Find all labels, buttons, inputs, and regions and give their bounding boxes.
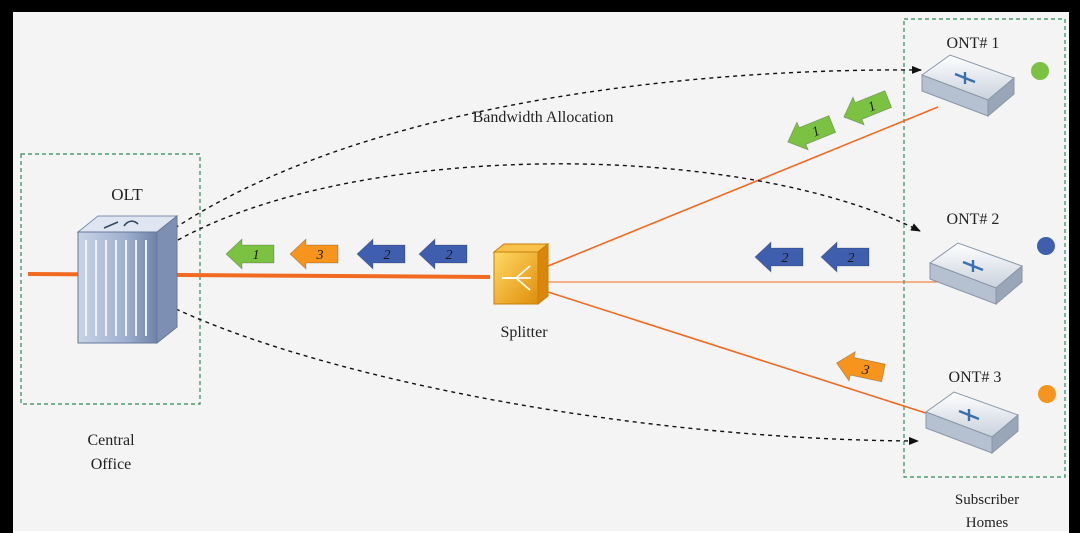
trunk-upstream-arrows: 1 3 2 2 <box>225 238 468 270</box>
trunk-arrow-1-label: 1 <box>253 248 260 263</box>
ont1-status-dot <box>1031 62 1049 80</box>
trunk-arrow-4: 2 <box>418 238 468 270</box>
splitter-icon <box>492 242 550 306</box>
ont1-fiber <box>547 106 939 267</box>
frame-top <box>0 0 1080 12</box>
ont3-label: ONT# 3 <box>949 369 1002 386</box>
olt-device-icon <box>76 214 179 345</box>
trunk-arrow-3: 2 <box>356 238 406 270</box>
ont1-arrow-2: 1 <box>843 90 893 126</box>
olt-label: OLT <box>111 185 143 204</box>
frame-left <box>0 0 13 533</box>
ont3-upstream-arrows: 3 <box>835 350 886 383</box>
grant-arrow-ont2 <box>177 163 921 241</box>
trunk-arrow-4-label: 2 <box>446 248 453 263</box>
ont1-device-icon <box>920 54 1015 118</box>
ont3-fiber <box>547 291 933 416</box>
ont2-arrow-1-label: 2 <box>782 251 789 266</box>
ont1-upstream-arrows: 11 <box>787 90 893 151</box>
ont2-status-dot <box>1037 237 1055 255</box>
ont2-device-icon <box>928 242 1023 306</box>
ont1-label: ONT# 1 <box>947 35 1000 52</box>
grant-arrow-ont1 <box>174 65 922 229</box>
frame-right <box>1069 0 1080 533</box>
ont3-arrow-1: 3 <box>835 350 886 383</box>
ont3-arrow-1-label: 3 <box>860 362 871 378</box>
grant-arrow-ont3 <box>175 308 919 445</box>
subscriber-homes-box <box>903 18 1066 478</box>
trunk-arrow-2: 3 <box>289 238 339 270</box>
trunk-arrow-3-label: 2 <box>384 248 391 263</box>
bandwidth-allocation-label: Bandwidth Allocation <box>473 109 614 126</box>
central-office-box <box>20 153 201 405</box>
ont3-status-dot <box>1038 385 1056 403</box>
trunk-arrow-1: 1 <box>225 238 275 270</box>
splitter-label: Splitter <box>500 324 548 341</box>
ont1-arrow-1: 1 <box>787 115 837 151</box>
ont2-arrow-1: 2 <box>754 241 804 273</box>
subscriber-homes-label-line1: Subscriber <box>955 492 1019 508</box>
ont2-label: ONT# 2 <box>947 211 1000 228</box>
trunk-arrow-2-label: 3 <box>316 248 324 263</box>
ont3-device-icon <box>924 391 1019 455</box>
ont2-arrow-2-label: 2 <box>848 251 855 266</box>
central-office-label-line1: Central <box>87 432 135 449</box>
subscriber-homes-label-line2: Homes <box>966 515 1009 531</box>
central-office-label-line2: Office <box>91 456 132 473</box>
ont2-arrow-2: 2 <box>820 241 870 273</box>
